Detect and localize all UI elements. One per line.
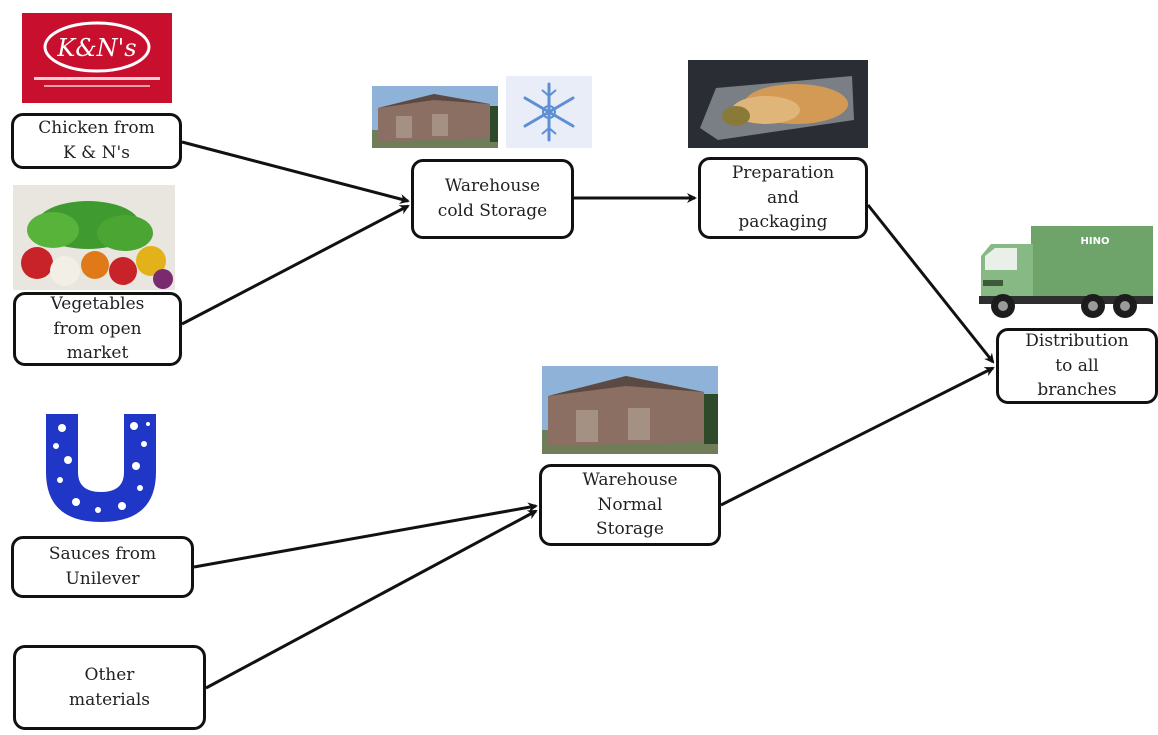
packaged-food-photo bbox=[688, 60, 868, 148]
snowflake-image bbox=[506, 76, 592, 148]
node-distribution: Distribution to all branches bbox=[996, 328, 1158, 404]
arrow-other-to-normal-storage bbox=[205, 509, 538, 690]
svg-text:HINO: HINO bbox=[1081, 236, 1110, 247]
node-chicken-source: Chicken from K & N's bbox=[11, 113, 182, 169]
arrow-normal-storage-to-distribution bbox=[720, 366, 995, 507]
vegetables-photo bbox=[13, 185, 175, 290]
unilever-logo bbox=[36, 410, 166, 528]
hino-truck: HINO bbox=[975, 222, 1157, 324]
node-vegetables-source: Vegetables from open market bbox=[13, 292, 182, 366]
node-warehouse-normal-storage: Warehouse Normal Storage bbox=[539, 464, 721, 546]
node-other-materials: Other materials bbox=[13, 645, 206, 730]
node-preparation-packaging: Preparation and packaging bbox=[698, 157, 868, 239]
kn-logo: K&N's bbox=[22, 13, 172, 103]
arrow-chicken-to-cold-storage bbox=[181, 140, 410, 204]
warehouse-cold-photo bbox=[372, 86, 498, 148]
warehouse-normal-photo bbox=[542, 366, 718, 454]
arrow-vegetables-to-cold-storage bbox=[181, 204, 410, 326]
node-warehouse-cold-storage: Warehouse cold Storage bbox=[411, 159, 574, 239]
svg-text:K&N's: K&N's bbox=[56, 34, 136, 62]
node-sauces-source: Sauces from Unilever bbox=[11, 536, 194, 598]
arrow-preparation-to-distribution bbox=[866, 204, 995, 364]
arrow-sauces-to-normal-storage bbox=[193, 502, 538, 569]
